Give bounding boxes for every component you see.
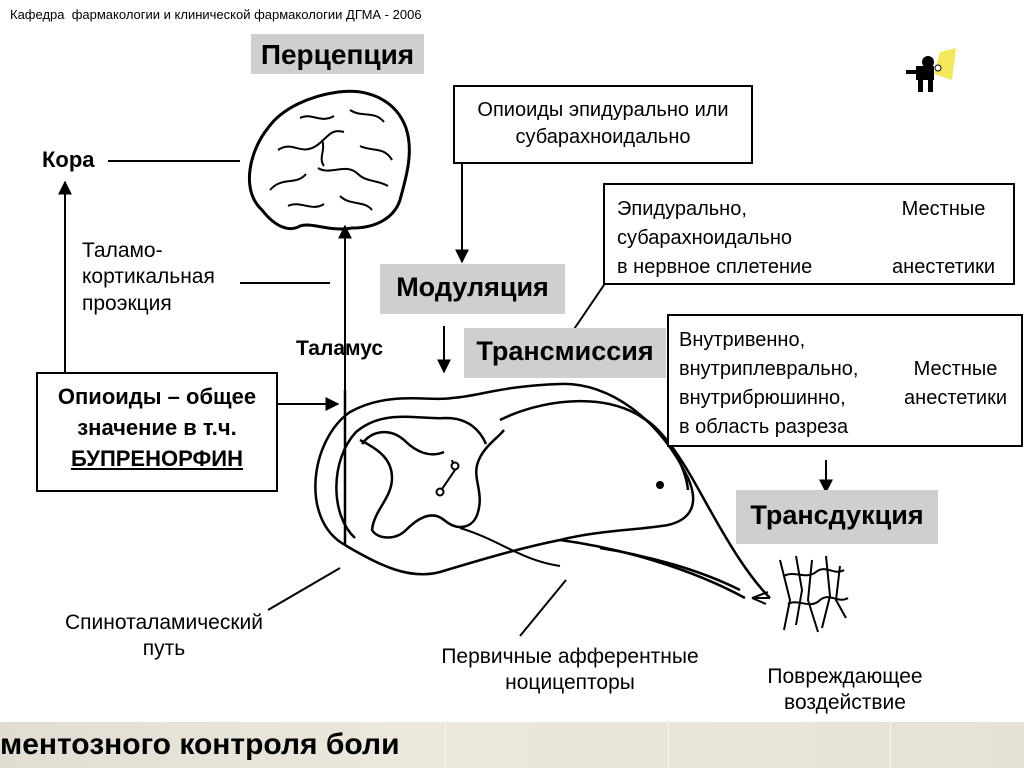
spinal-cord-icon xyxy=(314,382,771,600)
label-cortex: Кора xyxy=(42,147,95,172)
footer-title: ментозного контроля боли xyxy=(0,728,400,761)
brain-icon xyxy=(247,89,411,231)
box-line: Внутривенно, xyxy=(679,329,806,351)
label-line: Спиноталамический xyxy=(64,611,263,634)
nerve-node xyxy=(656,481,664,489)
synapse-node xyxy=(435,487,445,497)
stage-modulation: Модуляция xyxy=(380,264,565,314)
box-line: в область разреза xyxy=(679,416,849,438)
box-line: анестетики xyxy=(892,256,995,278)
label-spinothalamic: Спиноталамический путь xyxy=(50,610,278,663)
label-line: Таламо- xyxy=(82,239,163,262)
nociceptor-icon xyxy=(751,555,849,633)
box-line: внутриплеврально, xyxy=(679,358,859,380)
box-line: субарахноидально xyxy=(515,126,691,148)
label-line: воздействие xyxy=(784,691,906,715)
box-opioids-general: Опиоиды – общее значение в т.ч. БУПРЕНОР… xyxy=(36,372,278,492)
stage-perception: Перцепция xyxy=(251,34,424,74)
box-line: субарахноидально xyxy=(617,227,792,249)
box-line: внутрибрюшинно, xyxy=(679,387,846,409)
label-damage: Повреждающее воздействие xyxy=(752,664,938,717)
synapse-node xyxy=(450,461,460,471)
connector-lines xyxy=(58,160,833,637)
box-line: Эпидурально, xyxy=(617,198,747,220)
box-line: БУПРЕНОРФИН xyxy=(71,445,243,471)
label-thalamocortical: Таламо- кортикальная проэкция xyxy=(82,238,215,317)
stage-transduction: Трансдукция xyxy=(736,490,938,544)
stage-transmission: Трансмиссия xyxy=(464,328,666,378)
box-line: Местные xyxy=(913,358,998,380)
label-line: кортикальная xyxy=(82,265,215,289)
label-line: Первичные афферентные xyxy=(441,645,699,668)
box-line: в нервное сплетение xyxy=(617,256,813,278)
box-line: Опиоиды – общее xyxy=(57,384,257,409)
label-line: путь xyxy=(142,637,186,661)
label-afferent: Первичные афферентные ноцицепторы xyxy=(420,644,720,697)
detective-icon xyxy=(906,48,956,92)
label-line: Повреждающее xyxy=(767,665,923,688)
box-local-bottom: Внутривенно, внутриплеврально, внутрибрю… xyxy=(667,314,1023,447)
box-line: анестетики xyxy=(904,387,1007,409)
label-thalamus: Таламус xyxy=(296,337,384,360)
box-local-top: Эпидурально, субарахноидально в нервное … xyxy=(603,183,1015,285)
header-title: Кафедра фармакологии и клинической фарма… xyxy=(10,7,422,22)
box-line: Местные xyxy=(901,198,986,220)
box-line: Опиоиды эпидурально или xyxy=(477,99,729,121)
label-line: проэкция xyxy=(82,291,172,315)
footer-bar: ментозного контроля боли xyxy=(0,722,1024,768)
label-line: ноцицепторы xyxy=(505,671,635,695)
box-line: значение в т.ч. xyxy=(77,414,237,440)
box-opioids-epidural: Опиоиды эпидурально или субарахноидально xyxy=(453,85,753,164)
